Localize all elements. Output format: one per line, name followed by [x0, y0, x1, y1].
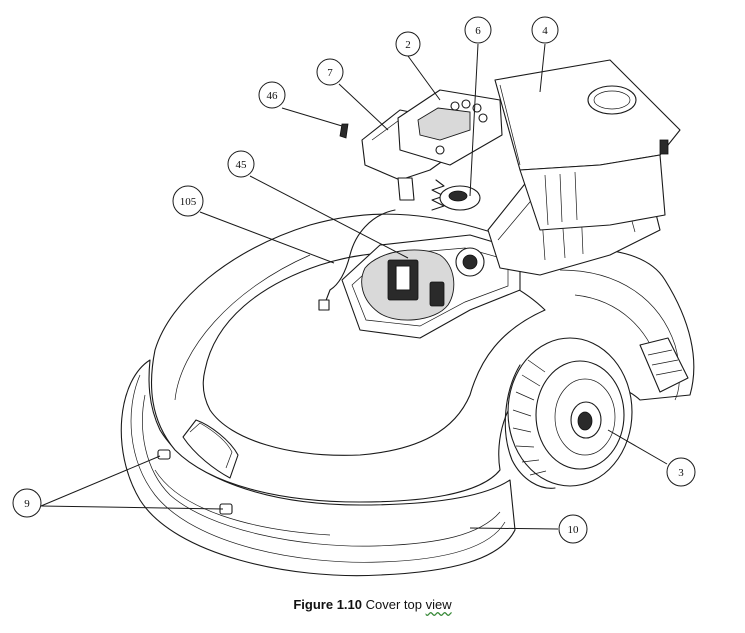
callout-7-label: 7 [327, 67, 333, 79]
callout-105-label: 105 [180, 196, 197, 208]
callout-4-label: 4 [542, 25, 548, 37]
callout-10-label: 10 [568, 524, 580, 536]
figure-caption-view: view [425, 597, 452, 612]
callout-3-label: 3 [678, 467, 684, 479]
callout-45: 45 [227, 150, 255, 178]
base-bumper [120, 359, 516, 577]
small-clip [339, 123, 349, 139]
control-panel [397, 89, 503, 166]
callout-6: 6 [464, 16, 492, 44]
callout-46: 46 [258, 81, 286, 109]
callout-3: 3 [666, 457, 696, 487]
callout-46-label: 46 [267, 90, 279, 102]
cover-cutout [341, 234, 521, 339]
callout-4: 4 [531, 16, 559, 44]
stop-button-spring [431, 179, 481, 211]
callout-6-label: 6 [475, 25, 481, 37]
figure-caption: Figure 1.10 Cover top view [0, 597, 745, 612]
callout-45-label: 45 [236, 159, 248, 171]
callout-9-label: 9 [24, 498, 30, 510]
wire-harness [324, 209, 396, 304]
front-sensor-upper [157, 449, 171, 460]
wire-connector [318, 299, 330, 311]
body-shell [151, 213, 695, 503]
callout-105: 105 [172, 185, 204, 217]
callout-7: 7 [316, 58, 344, 86]
callout-9: 9 [12, 488, 42, 518]
callout-10: 10 [558, 514, 588, 544]
storage-lid [494, 59, 681, 231]
callout-2: 2 [395, 31, 421, 57]
leader-lines [40, 43, 668, 530]
callout-2-label: 2 [405, 39, 411, 51]
figure-caption-text: Cover top [365, 597, 422, 612]
figure-number: Figure 1.10 [293, 597, 362, 612]
rear-wheel [504, 337, 633, 489]
